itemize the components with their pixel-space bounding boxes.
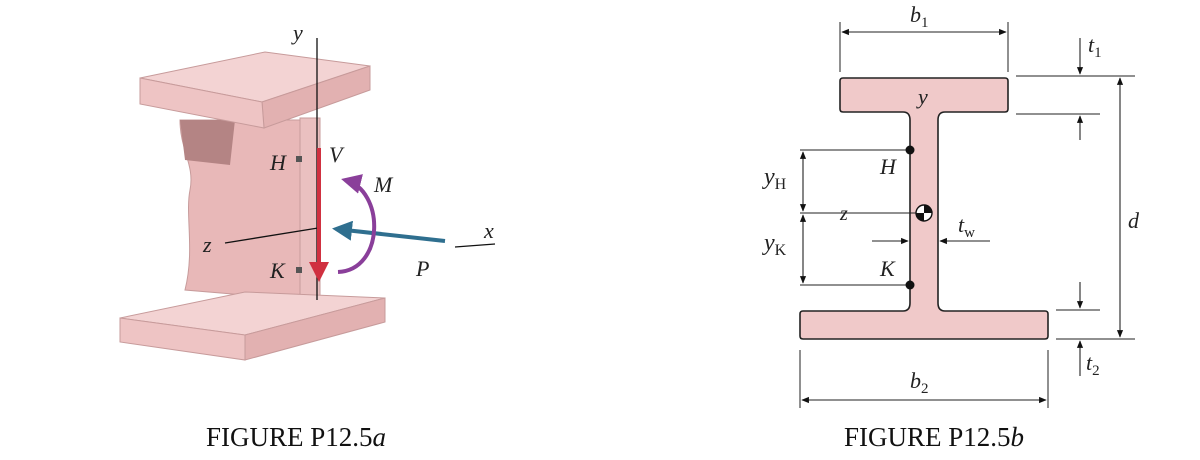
figure-a-3d-beam: y x z H K V M P FIGURE P12.5a bbox=[119, 20, 496, 452]
label-a-k: K bbox=[269, 258, 286, 283]
caption-figure-a: FIGURE P12.5a bbox=[206, 422, 386, 452]
label-yk: yK bbox=[762, 230, 787, 259]
beam-web-shadow bbox=[180, 120, 235, 165]
label-tw: tw bbox=[958, 212, 975, 241]
label-a-p: P bbox=[415, 256, 429, 281]
beam-top-flange-side bbox=[139, 77, 265, 129]
figure-b-cross-section: b1 b2 t1 t2 d tw bbox=[762, 2, 1140, 452]
centroid-symbol bbox=[915, 204, 933, 222]
point-k-marker bbox=[296, 267, 302, 273]
point-h-dot bbox=[905, 145, 915, 155]
axial-force-p-arrow bbox=[332, 220, 446, 243]
label-b-y: y bbox=[916, 84, 928, 109]
beam-bottom-flange-side bbox=[119, 317, 246, 361]
label-d: d bbox=[1128, 208, 1140, 233]
label-b-z: z bbox=[839, 203, 848, 225]
label-b1: b1 bbox=[910, 2, 929, 31]
label-b-k: K bbox=[879, 256, 896, 281]
point-h-marker bbox=[296, 156, 302, 162]
x-axis-line bbox=[454, 243, 496, 248]
label-a-z: z bbox=[202, 232, 212, 257]
label-a-m: M bbox=[373, 172, 394, 197]
label-yh: yH bbox=[762, 164, 787, 193]
label-a-v: V bbox=[329, 142, 345, 167]
z-axis-line bbox=[224, 227, 319, 244]
caption-figure-b: FIGURE P12.5b bbox=[844, 422, 1024, 452]
label-t2: t2 bbox=[1086, 350, 1100, 379]
label-a-y: y bbox=[291, 20, 303, 45]
label-a-h: H bbox=[269, 150, 287, 175]
label-a-x: x bbox=[483, 218, 494, 243]
moment-m-arrow bbox=[337, 174, 377, 274]
point-k-dot bbox=[905, 280, 915, 290]
label-t1: t1 bbox=[1088, 32, 1102, 61]
label-b2: b2 bbox=[910, 368, 929, 397]
label-b-h: H bbox=[879, 154, 897, 179]
